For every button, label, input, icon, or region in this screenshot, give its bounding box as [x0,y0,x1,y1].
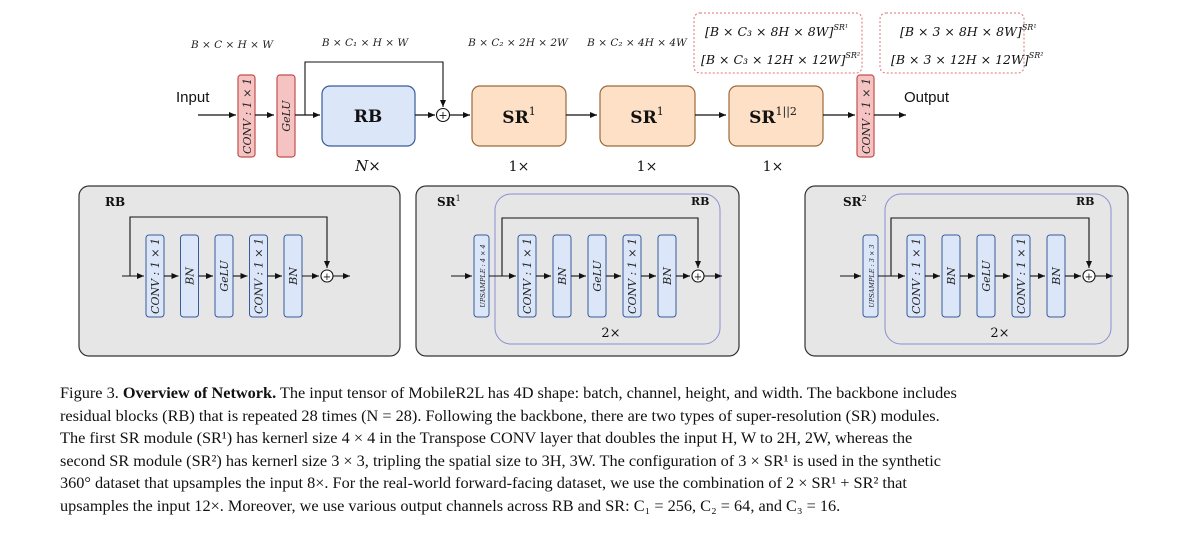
sr1-upsample-label: UPSAMPLE : 4 × 4 [479,244,487,307]
caption-line-1-text: The input tensor of MobileR2L has 4D sha… [279,383,957,402]
sr12-block [728,85,824,147]
output-label: Output [904,89,950,106]
rb-panel-add-symbol: + [323,272,331,283]
sr1-panel-block-4-label: CONV : 1 × 1 [626,238,639,314]
sr12-repeat: 1× [763,159,784,175]
caption-bold-title: Overview of Network. [122,383,277,402]
sr1-block-a [471,85,567,147]
sr2-upsample-label: UPSAMPLE : 3 × 3 [868,244,876,307]
shape-label-backbone: B × C₁ × H × W [321,37,410,49]
rb-panel-title: RB [105,195,125,209]
input-label: Input [176,89,210,106]
sr2-panel-block-1-label: CONV : 1 × 1 [910,238,923,314]
sr2-rb-dashed-box [884,193,1112,345]
sr2-panel-block-5-label: BN [1050,267,1063,286]
sr1-panel-block-5-label: BN [661,267,674,286]
sr1-block-b-label: SR1 [630,105,663,128]
caption-line-3: The first SR module (SR¹) has kernerl si… [60,428,913,448]
rb-detail-panel [78,185,401,357]
network-overview-figure: B × C × H × W B × C₁ × H × W B × C₂ × 2H… [78,12,1129,357]
sr1-panel-block-3-label: GeLU [591,260,604,292]
gelu-block [276,74,296,158]
sr2-panel-title: SR2 [843,194,867,209]
sr1-b-repeat: 1× [637,159,658,175]
conv-in-label: CONV : 1 × 1 [241,78,254,154]
out-shape-12x: [B × 3 × 12H × 12W]SR² [891,51,1043,67]
sr2-panel-block-3-label: GeLU [980,260,993,292]
sr12-block-label: SR1||2 [749,105,797,128]
shape-label-sr1a: B × C₂ × 2H × 2W [467,37,569,49]
sr2-panel-blocks: CONV : 1 × 1 BN GeLU CONV : 1 × 1 BN [906,234,1081,318]
caption-line-4: second SR module (SR²) has kernerl size … [60,450,941,470]
sr1-panel-skip [501,217,701,276]
sr2-detail-panel [804,185,1129,357]
sr2-rb-label: RB [1076,195,1094,208]
sr1-rb-label: RB [691,195,709,208]
rb-panel-block-2-label: BN [184,267,197,286]
rb-panel-block-1-label: CONV : 1 × 1 [149,238,162,314]
sr2-panel-block-2-label: BN [945,267,958,286]
add-node-main [435,107,451,123]
sr2-repeat-label: 2× [990,326,1009,341]
sr1-panel-add-symbol: + [694,272,702,283]
sr-shape-12x: [B × C₃ × 12H × 12W]SR² [701,51,860,67]
sr1-panel-title: SR1 [437,194,461,209]
figure-caption: Figure 3. Overview of Network. The input… [60,382,1152,518]
out-shape-8x: [B × 3 × 8H × 8W]SR¹ [900,23,1037,39]
rb-label: RB [354,107,383,127]
add-node-main-symbol: + [438,109,447,122]
final-output-shape-box [879,12,1025,74]
sr1-rb-dashed-box [494,193,721,345]
sr1-panel-block-2-label: BN [556,267,569,286]
shape-label-input: B × C × H × W [190,39,274,51]
rb-panel-block-5-label: BN [287,267,300,286]
sr-output-shape-box [693,12,863,74]
rb-panel-skip [129,216,330,276]
skip-connection-main [304,61,446,115]
sr1-block-b [599,85,696,147]
rb-panel-block-3-label: GeLU [218,260,231,292]
caption-line-2: residual blocks (RB) that is repeated 28… [60,405,940,425]
conv-out-block [856,74,875,158]
sr1-detail-panel [415,185,740,357]
caption-figure-label: Figure 3. [60,383,119,402]
gelu-label: GeLU [280,100,293,132]
sr-shape-8x: [B × C₃ × 8H × 8W]SR¹ [705,23,848,39]
sr1-a-repeat: 1× [509,159,530,175]
sr1-repeat-label: 2× [601,326,620,341]
caption-line-5: 360° dataset that upsamples the input 8×… [60,473,907,493]
rb-block [321,85,416,147]
sr1-panel-block-1-label: CONV : 1 × 1 [521,238,534,314]
sr1-panel-blocks: CONV : 1 × 1 BN GeLU CONV : 1 × 1 BN [517,234,690,318]
conv-in-block [237,74,256,158]
shape-label-sr1b: B × C₂ × 4H × 4W [586,37,688,49]
sr2-panel-skip [890,217,1092,276]
rb-panel-block-4-label: CONV : 1 × 1 [253,238,266,314]
sr1-block-a-label: SR1 [502,105,535,128]
rb-panel-blocks: CONV : 1 × 1 BN GeLU CONV : 1 × 1 BN [145,234,319,318]
sr2-panel-block-4-label: CONV : 1 × 1 [1015,238,1028,314]
rb-repeat-label: N× [354,157,381,175]
conv-out-label: CONV : 1 × 1 [860,78,873,154]
caption-line-6: upsamples the input 12×. Moreover, we us… [60,495,841,515]
sr2-panel-add-symbol: + [1085,272,1093,283]
caption-line-1: Figure 3. Overview of Network. The input… [60,382,1152,405]
